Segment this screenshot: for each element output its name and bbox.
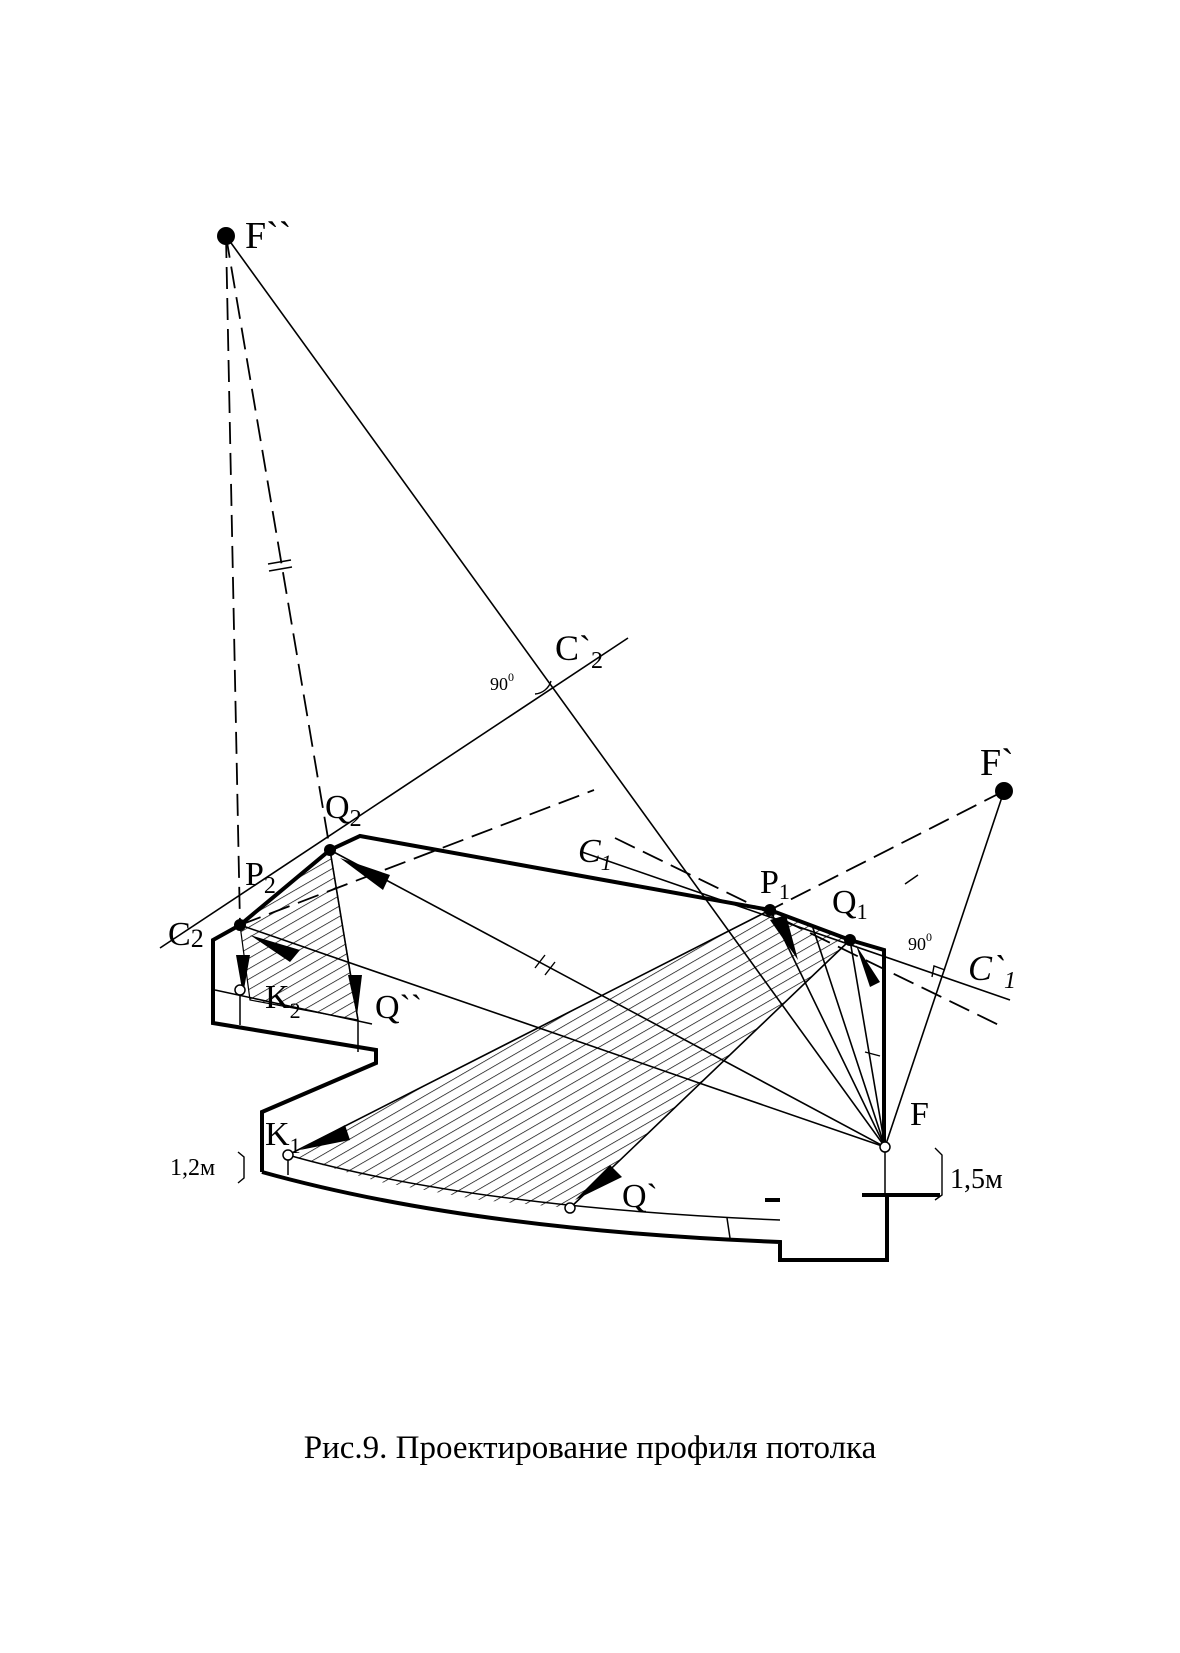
label-q1: Q1 (832, 884, 868, 924)
ray-f2-to-f (225, 235, 886, 1148)
arrow-p2-right (250, 935, 300, 962)
point-f2 (217, 227, 235, 245)
ray-p1-to-k1 (287, 909, 771, 1156)
label-qpp: Q`` (375, 989, 422, 1026)
label-c1: C1 (578, 833, 612, 875)
labels: F`` F` F Q2 P2 P1 Q1 C1 C`1 C2 C`2 K2 K1… (168, 215, 1016, 1215)
dash-c1-ceiling-line (614, 837, 1006, 1029)
label-qp: Q` (622, 1178, 658, 1215)
point-p1 (764, 904, 776, 916)
ray-q1-to-f (849, 939, 886, 1148)
label-c2: C2 (168, 916, 204, 953)
ray-p1-to-f (769, 909, 886, 1148)
angle-arc-top (534, 680, 552, 695)
parterre-seating-line (287, 1154, 781, 1221)
right-angle-mark (931, 965, 946, 978)
ray-q1-to-qp (569, 939, 851, 1209)
tick-f2-q2-b (268, 566, 293, 572)
dash-f2-to-p2 (225, 235, 241, 926)
ray-p2-to-f (239, 924, 886, 1148)
point-q2 (324, 844, 336, 856)
arrow-q1-up (856, 945, 880, 987)
label-c2p: C`2 (555, 628, 603, 674)
arrow-qpp-down (348, 975, 362, 1016)
figure-caption: Рис.9. Проектирование профиля потолка (303, 1430, 877, 1466)
seating-lines (214, 989, 886, 1239)
point-p2 (234, 919, 246, 931)
points (217, 227, 1013, 1214)
tick-parterre (726, 1217, 731, 1239)
label-c1p: C`1 (968, 948, 1016, 994)
point-f1 (995, 782, 1013, 800)
point-k1 (282, 1149, 294, 1161)
dash-c2-ceiling-line (239, 789, 595, 926)
point-k2 (234, 984, 246, 996)
label-p2: P2 (245, 856, 276, 899)
arrows (236, 858, 880, 1200)
tick-q2-f-a (534, 954, 546, 969)
label-f: F (910, 1096, 929, 1133)
label-f2: F`` (245, 215, 291, 257)
label-dim-right: 1,5м (950, 1164, 1003, 1195)
line-c2-c2p (159, 637, 629, 949)
arrow-q2-left (340, 858, 390, 890)
parterre-floor (261, 1170, 889, 1262)
ray-p1-q1-to-f (811, 924, 886, 1148)
tick-f1-p1 (904, 874, 919, 885)
balcony-outline (211, 923, 378, 1172)
angle-marks (267, 559, 946, 1057)
tick-f2-q2-a (267, 559, 292, 565)
balcony-seating-line (214, 989, 373, 1025)
ray-f1-to-f (884, 790, 1005, 1148)
arrow-k1-left (300, 1125, 350, 1150)
label-p1: P1 (760, 864, 790, 904)
dimension-marks (237, 1147, 943, 1201)
label-angle-top: 900 (490, 670, 514, 694)
arrow-p2-down (236, 955, 250, 995)
tick-q1-f (864, 1051, 881, 1057)
label-angle-right: 900 (908, 930, 932, 954)
dashed-lines (225, 235, 1006, 1029)
label-k2: K2 (265, 979, 301, 1023)
ray-q2-to-f (329, 849, 886, 1148)
tick-q2-f-b (544, 961, 556, 976)
point-qp (564, 1202, 576, 1214)
arrow-p1-down (770, 915, 798, 960)
label-k1: K1 (265, 1116, 301, 1158)
label-q2: Q2 (325, 789, 362, 832)
dim-right-bracket (934, 1147, 943, 1201)
dash-f1-to-p1 (769, 790, 1005, 911)
point-q1 (844, 934, 856, 946)
label-dim-left: 1,2м (170, 1155, 215, 1181)
dim-left-bracket (237, 1151, 245, 1184)
label-f1: F` (980, 742, 1014, 784)
arrow-qp-down (575, 1165, 622, 1200)
dash-f2-to-q2 (225, 235, 331, 851)
hatch-area-p1-q1-reflection (288, 910, 850, 1208)
point-f (879, 1141, 891, 1153)
